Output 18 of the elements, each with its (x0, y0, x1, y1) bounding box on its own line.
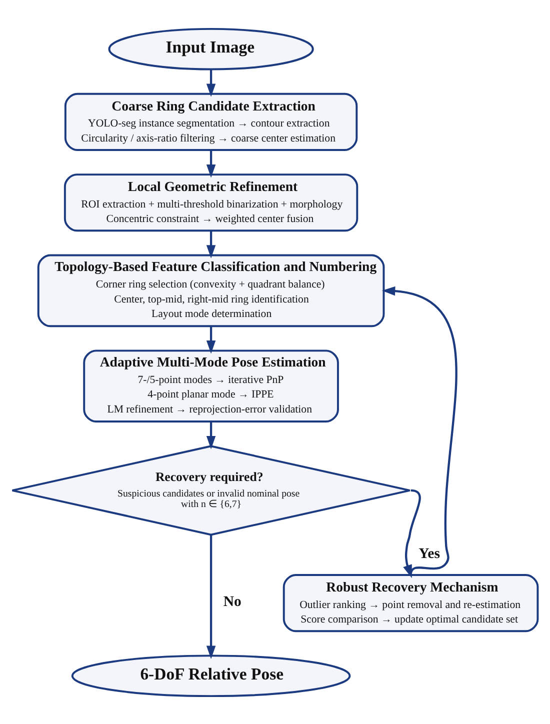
node-ellipse: Input Image (108, 27, 314, 70)
node-box: Topology-Based Feature Classification and Numbering Corner ring selection (convexity + quadrant balance) Center, top-mid, right-mid ring identification Layout mode determination (37, 254, 385, 327)
arrow (382, 286, 458, 575)
node-box: Robust Recovery Mechanism Outlier ranking → point removal and re-estimation Score comparison → update optimal candidate set (282, 574, 539, 632)
arrow (206, 68, 216, 96)
arrow (206, 230, 216, 258)
edge-label: Yes (418, 545, 440, 562)
arrow (403, 488, 421, 578)
arrow (206, 534, 216, 658)
node-ellipse: 6-DoF Relative Pose (71, 654, 351, 697)
node-box: Adaptive Multi-Mode Pose Estimation 7-/5-point modes → iterative PnP 4-point planar mode → IPPE LM refinement → reprojection-error validation (83, 349, 339, 422)
arrow (206, 326, 216, 354)
arrow (206, 421, 216, 449)
node-box: Local Geometric Refinement ROI extraction + multi-threshold binarization + morphology Concentric constraint → weighted center fusion (64, 173, 358, 232)
edge-label: No (223, 594, 242, 610)
arrow (206, 150, 216, 178)
node-box: Coarse Ring Candidate Extraction YOLO-seg instance segmentation → contour extraction Circularity / axis-ratio filtering → coarse center estimation (64, 92, 358, 150)
node-diamond: Recovery required? Suspicious candidates or invalid nominal pose with n ∈ {6,7} (11, 444, 411, 536)
